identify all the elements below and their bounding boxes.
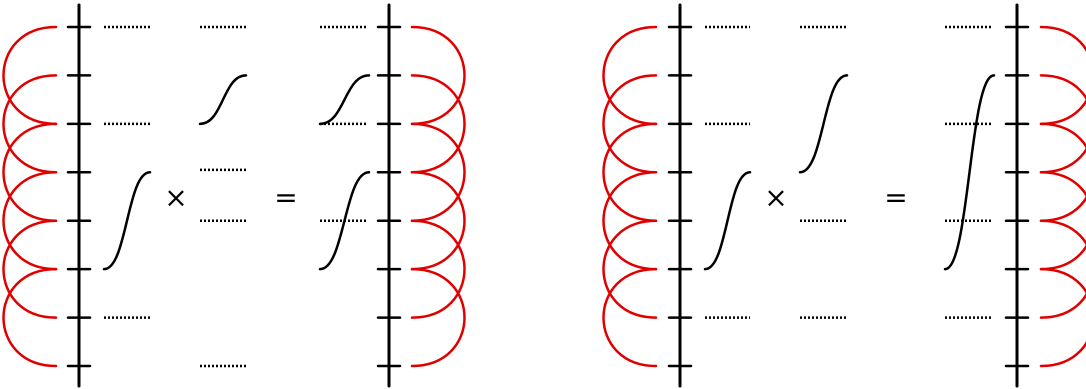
red-arc (1039, 74, 1086, 174)
crossing-curve (198, 74, 248, 126)
red-arc (410, 219, 466, 319)
red-arc (602, 74, 658, 174)
relation-left (2, 3, 466, 388)
red-arc (410, 171, 466, 271)
crossing-curve (798, 74, 849, 174)
red-arc (2, 219, 58, 319)
crossing-curve (703, 171, 752, 271)
red-arc (602, 171, 658, 271)
times-symbol-left: × (164, 181, 187, 214)
red-arc (602, 25, 658, 126)
red-arc (1039, 219, 1086, 319)
red-arc (1039, 171, 1086, 271)
red-arc (2, 74, 58, 174)
crossing-curve (318, 171, 371, 271)
red-arc (1039, 267, 1086, 368)
relation-right (602, 3, 1086, 388)
red-arc (602, 219, 658, 319)
red-arc (410, 25, 466, 126)
equals-symbol-right: = (884, 181, 907, 214)
red-arc (2, 25, 58, 126)
red-arc (2, 171, 58, 271)
red-arc (410, 267, 466, 368)
red-arc (1039, 122, 1086, 222)
red-arc (602, 122, 658, 222)
red-arc (410, 122, 466, 222)
equals-symbol-left: = (274, 181, 297, 214)
crossing-curve (102, 171, 152, 271)
red-arc (2, 122, 58, 222)
red-arc (1039, 25, 1086, 126)
red-arc (602, 267, 658, 368)
crossing-curve (943, 74, 996, 271)
times-symbol-right: × (764, 181, 787, 214)
crossing-curve (318, 74, 371, 126)
red-arc (410, 74, 466, 174)
red-arc (2, 267, 58, 368)
